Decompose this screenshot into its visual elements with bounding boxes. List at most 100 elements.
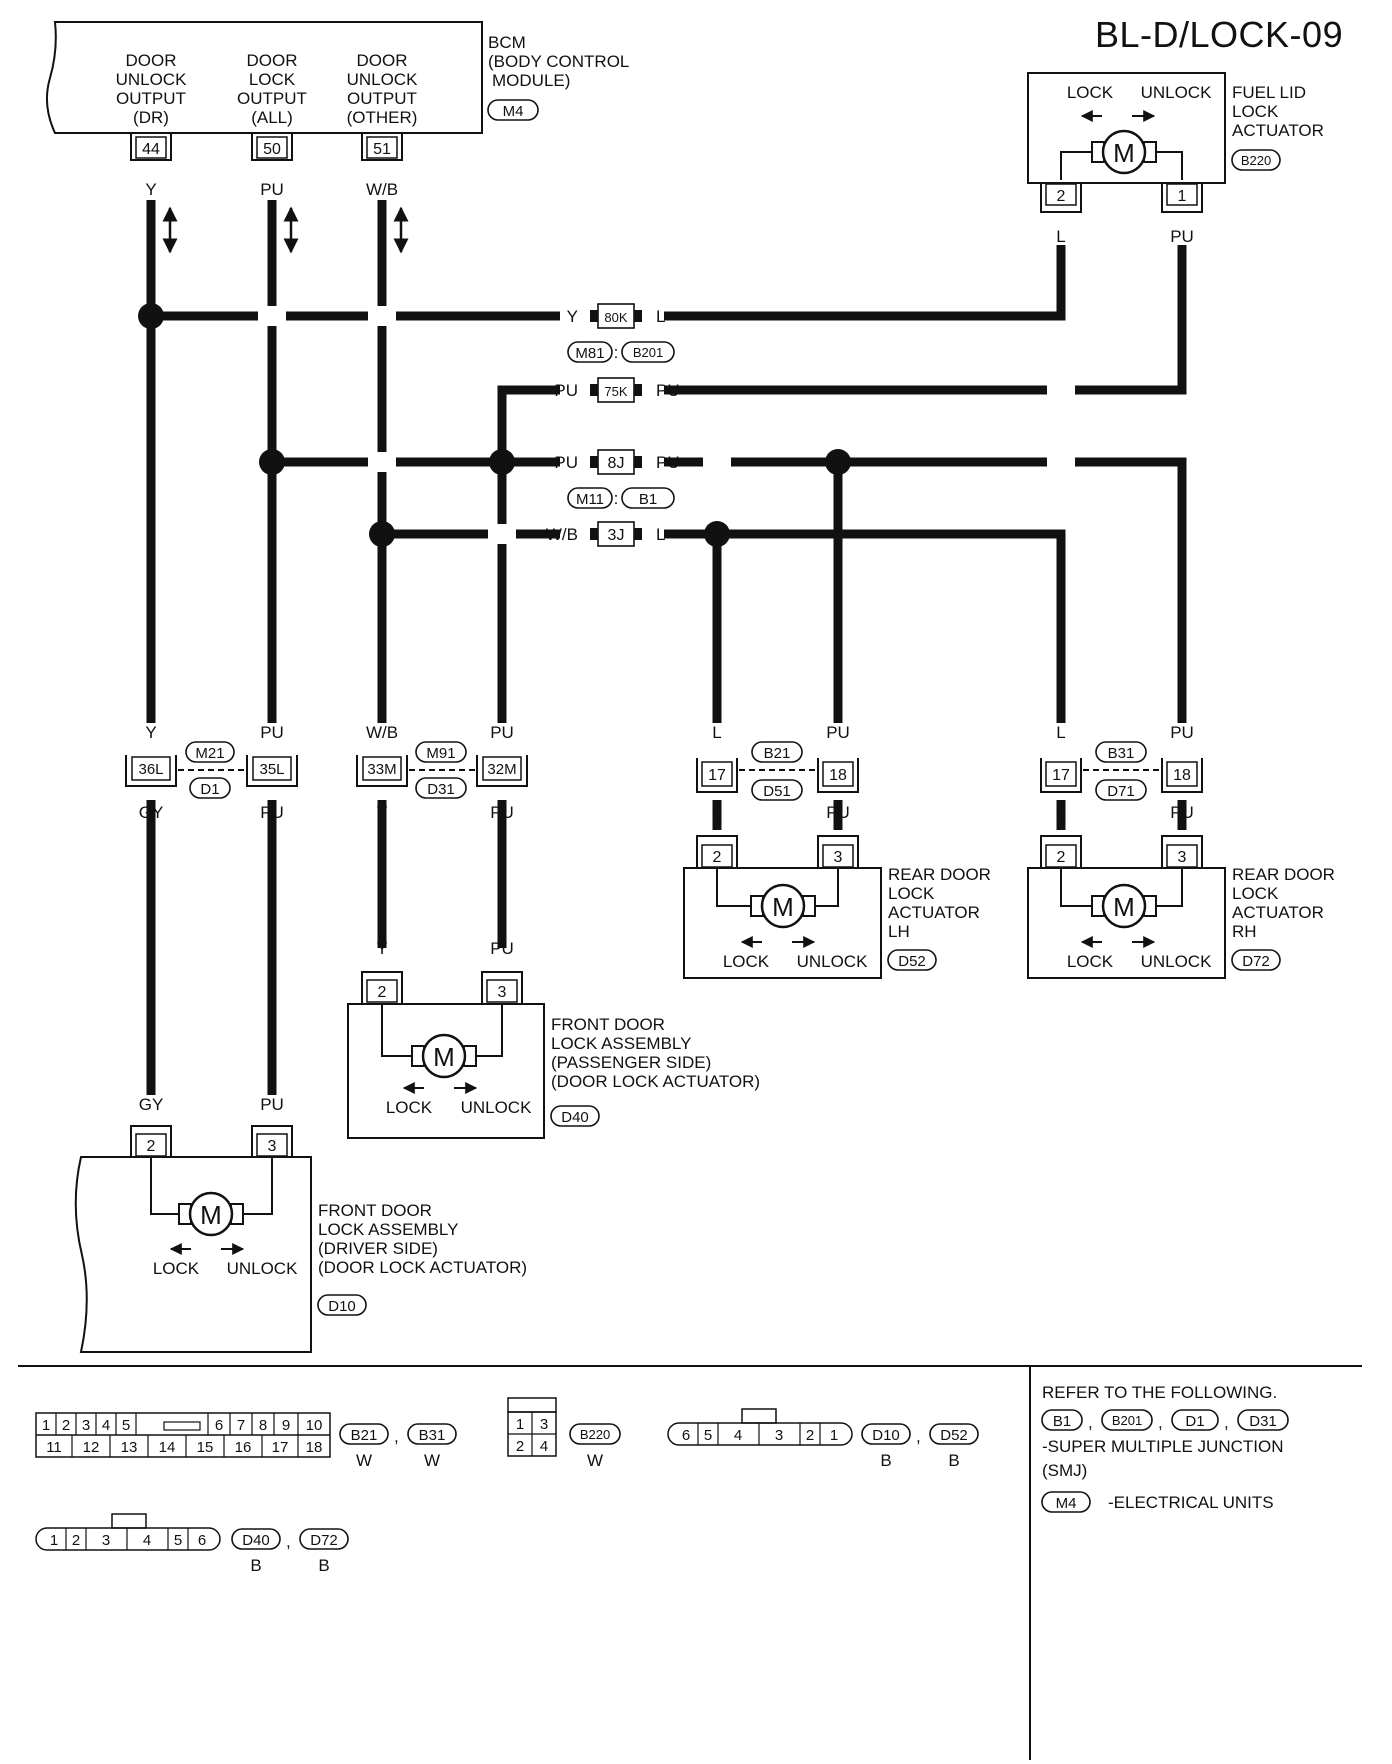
label-rear-lh-motor: M — [772, 892, 794, 922]
label-mid-connectors-rr-codes-0: B31 — [1108, 745, 1135, 762]
label-legend-conn4-top-1: 3 — [540, 1416, 548, 1433]
label-front-pass-unlock: UNLOCK — [461, 1098, 533, 1117]
label-mid-connectors-pass-bottom-1: PU — [490, 803, 514, 822]
label-junctions-j75k-pin: 75K — [604, 384, 627, 399]
label-front-pass-wires-1: PU — [490, 939, 514, 958]
label-mid-connectors-drv-bottom-0: GY — [139, 803, 164, 822]
label-front-pass-name-2: (PASSENGER SIDE) — [551, 1053, 711, 1072]
label-bcm-outputs-1-label-1: LOCK — [249, 70, 296, 89]
label-bcm-outputs-0-label-2: OUTPUT — [116, 89, 186, 108]
label-legend-refer-smj-0: -SUPER MULTIPLE JUNCTION — [1042, 1437, 1284, 1456]
label-mid-connectors-rr-bottom-0: L — [1056, 803, 1065, 822]
label-junctions-pair2-0: M11 — [576, 491, 604, 508]
label-legend-conn6a-pins-0: 6 — [682, 1427, 690, 1444]
label-legend-refer-m4-code: M4 — [1056, 1495, 1077, 1512]
label-legend-conn18-codes-1: B31 — [419, 1427, 446, 1444]
label-bcm-outputs-0-label-3: (DR) — [133, 108, 169, 127]
label-front-pass-name-0: FRONT DOOR — [551, 1015, 665, 1034]
rear-door-lock-actuator-lh: 2 3 M LOCK UNLOCK REAR DOOR LOCK ACTUATO… — [683, 835, 991, 979]
label-junctions-pair2-1: B1 — [639, 491, 657, 508]
legend-connector-6pin-b: 1 2 3 4 5 6 D40 , D72 B B — [35, 1513, 349, 1575]
label-mid-connectors-pass-top-1: PU — [490, 723, 514, 742]
legend-connector-6pin-a: 6 5 4 3 2 1 D10 , D52 B B — [667, 1408, 979, 1470]
bcm-output-dr: DOOR UNLOCK OUTPUT (DR) — [116, 51, 188, 127]
label-legend-conn6b-colors-0: B — [250, 1556, 261, 1575]
label-mid-connectors-rl-codes-0: B21 — [764, 745, 791, 762]
label-mid-connectors-pass-pins-0: 33M — [367, 761, 396, 778]
label-front-drv-unlock: UNLOCK — [227, 1259, 299, 1278]
label-rear-rh-name-0: REAR DOOR — [1232, 865, 1335, 884]
label-front-drv-name-0: FRONT DOOR — [318, 1201, 432, 1220]
label-front-drv-pins-0: 2 — [147, 1138, 156, 1155]
label-legend-conn18-colors-0: W — [356, 1451, 372, 1470]
junction-3j: 3J W/B L — [546, 521, 665, 547]
label-fuel-lid-lock: LOCK — [1067, 83, 1114, 102]
label-legend-refer-m4-text: -ELECTRICAL UNITS — [1108, 1493, 1274, 1512]
refer-note: REFER TO THE FOLLOWING. B1 , B201 , D1 ,… — [1041, 1383, 1289, 1513]
label-mid-connectors-rl-bottom-0: L — [712, 803, 721, 822]
legend-connector-18pin: 1 2 3 4 5 6 7 8 9 10 11 12 13 14 15 16 1… — [35, 1412, 457, 1470]
label-legend-refer-codes-3: D31 — [1249, 1413, 1277, 1430]
splice-dot — [489, 449, 515, 475]
label-front-pass-wires-0: Y — [376, 939, 387, 958]
label-bcm-outputs-0-label-0: DOOR — [126, 51, 177, 70]
label-legend-conn18-top-5: 6 — [215, 1417, 223, 1434]
front-door-lock-assembly-driver: GY PU 2 3 M LOCK UNLOCK FRONT DOOR LOCK … — [74, 1095, 527, 1353]
label-legend-conn6b-pins-0: 1 — [50, 1532, 58, 1549]
label-fuel-lid-wires-1: PU — [1170, 227, 1194, 246]
label-mid-connectors-rr-bottom-1: PU — [1170, 803, 1194, 822]
wire-label-wb: W/B — [366, 180, 398, 199]
label-junctions-j3j-right: L — [656, 525, 665, 544]
svg-text:,: , — [916, 1427, 921, 1446]
label-bcm-outputs-1-label-0: DOOR — [247, 51, 298, 70]
svg-text:,: , — [394, 1427, 399, 1446]
bcm-name-3: MODULE) — [492, 71, 570, 90]
label-legend-conn18-top-2: 3 — [82, 1417, 90, 1434]
label-rear-rh-connector: D72 — [1242, 953, 1270, 970]
label-mid-connectors-pass-bottom-0: Y — [376, 803, 387, 822]
bcm-connector-code: M4 — [503, 103, 524, 120]
connector-b21-d51: L PU 17 18 B21 D51 L PU — [696, 723, 859, 822]
junction-75k: 75K PU PU — [554, 377, 680, 403]
bcm-unit: BCM (BODY CONTROL MODULE) M4 DOOR UNLOCK… — [45, 21, 629, 199]
label-junctions-pair1-1: B201 — [633, 345, 663, 360]
label-rear-lh-pins-1: 3 — [834, 849, 843, 866]
label-fuel-lid-name-1: LOCK — [1232, 102, 1279, 121]
label-mid-connectors-rr-codes-1: D71 — [1107, 783, 1135, 800]
label-bcm-outputs-2-label-3: (OTHER) — [347, 108, 418, 127]
bcm-output-other: DOOR UNLOCK OUTPUT (OTHER) — [347, 51, 419, 127]
label-front-drv-connector: D10 — [328, 1298, 356, 1315]
label-rear-lh-connector: D52 — [898, 953, 926, 970]
label-rear-rh-pins-1: 3 — [1178, 849, 1187, 866]
label-front-pass-pins-1: 3 — [498, 984, 507, 1001]
label-legend-refer-codes-1: B201 — [1112, 1413, 1142, 1428]
splice-dot — [825, 449, 851, 475]
label-rear-lh-name-1: LOCK — [888, 884, 935, 903]
label-legend-conn6a-pins-5: 1 — [830, 1427, 838, 1444]
svg-text::: : — [614, 489, 619, 508]
label-junctions-j75k-left: PU — [554, 381, 578, 400]
label-rear-lh-name-0: REAR DOOR — [888, 865, 991, 884]
label-mid-connectors-pass-codes-1: D31 — [427, 781, 455, 798]
label-legend-conn6b-pins-3: 4 — [143, 1532, 151, 1549]
label-front-pass-lock: LOCK — [386, 1098, 433, 1117]
label-rear-rh-lock: LOCK — [1067, 952, 1114, 971]
label-junctions-pair1-0: M81 — [575, 345, 604, 362]
label-mid-connectors-drv-codes-0: M21 — [195, 745, 224, 762]
label-junctions-j80k-pin: 80K — [604, 310, 627, 325]
splice-points — [138, 303, 851, 547]
junction-pair-m81-b201: M81 : B201 — [567, 341, 675, 363]
wire-pu-8j-right — [644, 457, 1187, 723]
label-junctions-j3j-pin: 3J — [608, 527, 625, 544]
svg-text:,: , — [1088, 1413, 1093, 1432]
label-mid-connectors-pass-top-0: W/B — [366, 723, 398, 742]
label-legend-conn6b-pins-4: 5 — [174, 1532, 182, 1549]
label-rear-lh-name-2: ACTUATOR — [888, 903, 980, 922]
label-junctions-j80k-right: L — [656, 307, 665, 326]
label-legend-conn18-codes-0: B21 — [351, 1427, 378, 1444]
label-mid-connectors-rr-pins-0: 17 — [1052, 767, 1070, 784]
motor-icon — [1101, 883, 1147, 929]
label-bcm-outputs-1-label-3: (ALL) — [251, 108, 293, 127]
label-bcm-outputs-2-label-2: OUTPUT — [347, 89, 417, 108]
label-legend-refer-codes-0: B1 — [1053, 1413, 1071, 1430]
